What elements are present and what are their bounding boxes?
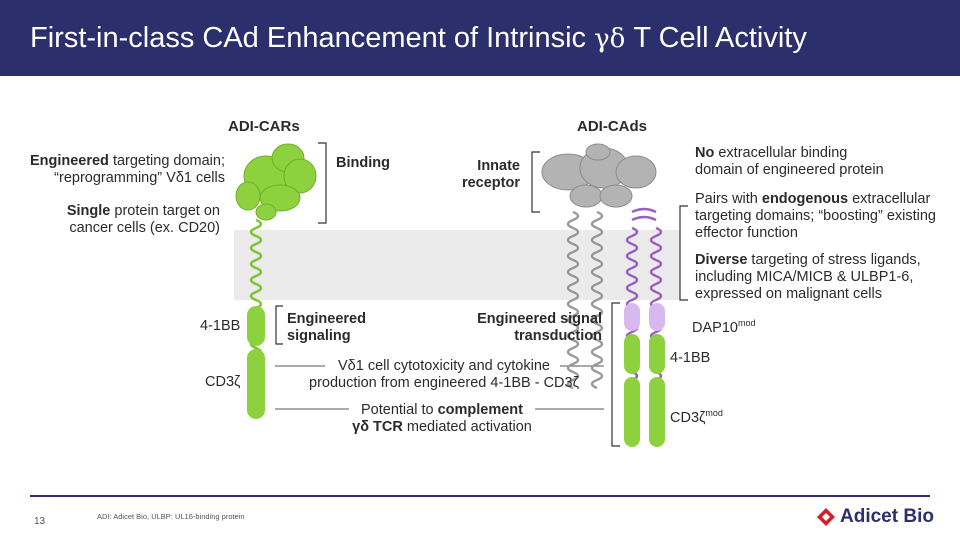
diverse-bold: Diverse — [695, 252, 748, 268]
cad-41bb-label: 4-1BB — [670, 350, 711, 366]
logo-mark-icon — [817, 508, 835, 526]
no-binding-text: No extracellular binding domain of engin… — [695, 145, 955, 179]
potential-text: Potential to complement γδ TCR mediated … — [322, 402, 562, 436]
no-line2: domain of engineered protein — [695, 162, 884, 178]
page-number: 13 — [34, 516, 46, 527]
innate-line2: receptor — [461, 175, 520, 191]
signal-line2: transduction — [514, 328, 602, 344]
cytotox-text: Vδ1 cell cytotoxicity and cytokine produ… — [296, 358, 592, 392]
potential-bold: complement — [437, 402, 523, 418]
diverse-line2: including MICA/MICB & ULBP1-6, — [695, 269, 914, 285]
single-bold: Single — [66, 203, 111, 219]
no-rest: extracellular binding — [714, 145, 848, 161]
potential-pre: Potential to — [361, 402, 438, 418]
targeting-domain-text: Engineered targeting domain; “reprogramm… — [10, 153, 225, 187]
title-suffix: T Cell Activity — [625, 22, 807, 54]
cars-heading: ADI-CARs — [228, 118, 300, 135]
cads-heading: ADI-CAds — [577, 118, 647, 135]
cad-cd3z-right — [649, 377, 665, 447]
single-target-text: Single protein target on cancer cells (e… — [10, 203, 220, 237]
title-symbol: γδ — [594, 24, 626, 54]
pairs-line2: targeting domains; “boosting” existing — [695, 208, 936, 224]
car-cd3z-domain — [247, 349, 265, 419]
engineered-signaling-label: Engineered signaling — [287, 311, 366, 345]
innate-bracket — [531, 151, 540, 213]
diverse-line3: expressed on malignant cells — [695, 286, 882, 302]
title-bar: First-in-class CAd Enhancement of Intrin… — [0, 0, 960, 76]
car-41bb-label: 4-1BB — [200, 318, 241, 334]
cytotox-line1: Vδ1 cell cytotoxicity and cytokine — [338, 358, 550, 374]
membrane-band — [234, 230, 680, 300]
cad-cd3z-left — [624, 377, 640, 447]
pairs-bold: endogenous — [761, 191, 849, 207]
footer-divider — [30, 495, 930, 497]
cad-cd3z-text: CD3ζ — [670, 409, 706, 426]
company-logo: Adicet Bio — [816, 506, 934, 528]
car-helix — [249, 218, 263, 374]
signal-transduction-label: Engineered signal transduction — [440, 311, 602, 345]
car-cd3z-label: CD3ζ — [205, 374, 241, 390]
cad-signal-bracket — [611, 302, 620, 447]
innate-receptor-domain — [541, 143, 657, 208]
single-rest: protein target on — [110, 203, 220, 219]
pairs-rest: extracellular — [848, 191, 931, 207]
no-bold: No — [695, 145, 715, 161]
pairs-bracket — [679, 205, 688, 301]
innate-line1: Innate — [477, 158, 520, 174]
dap10-text: DAP10 — [692, 319, 738, 336]
cytotox-line2: production from engineered 4-1BB - CD3ζ — [309, 375, 579, 391]
pairs-pre: Pairs with — [695, 191, 762, 207]
dap10-cyto-right — [649, 303, 665, 331]
targeting-rest: targeting domain; — [108, 153, 225, 169]
cad-cd3z-sup: mod — [705, 408, 723, 418]
targeting-line2: “reprogramming” Vδ1 cells — [54, 170, 225, 186]
signaling-line1: Engineered — [287, 311, 366, 327]
pairs-text: Pairs with endogenous extracellular targ… — [695, 191, 957, 242]
innate-helix-left — [566, 210, 580, 390]
tcr-rest: mediated activation — [402, 419, 532, 435]
single-line2: cancer cells (ex. CD20) — [69, 220, 220, 236]
dap10-cyto-left — [624, 303, 640, 331]
innate-helix-right — [590, 210, 604, 390]
cad-41bb-right — [649, 334, 665, 374]
innate-receptor-label: Innate receptor — [440, 158, 520, 192]
diverse-rest: targeting of stress ligands, — [747, 252, 921, 268]
dap10-loop — [631, 207, 657, 222]
dap10-label: DAP10mod — [692, 315, 755, 337]
logo-text: Adicet Bio — [840, 506, 934, 527]
diverse-text: Diverse targeting of stress ligands, inc… — [695, 252, 957, 303]
cad-41bb-left — [624, 334, 640, 374]
dap10-sup: mod — [737, 318, 756, 328]
page-title: First-in-class CAd Enhancement of Intrin… — [30, 22, 807, 55]
signaling-bracket — [275, 305, 283, 345]
signal-line1: Engineered signal — [477, 311, 602, 327]
pairs-line3: effector function — [695, 225, 798, 241]
binding-label: Binding — [336, 155, 390, 171]
binding-bracket — [318, 142, 327, 224]
cad-cd3z-label: CD3ζmod — [670, 405, 723, 427]
car-41bb-domain — [247, 306, 265, 346]
tcr-bold: γδ TCR — [352, 419, 403, 435]
signaling-line2: signaling — [287, 328, 351, 344]
title-prefix: First-in-class CAd Enhancement of Intrin… — [30, 22, 595, 54]
footnote: ADI: Adicet Bio, ULBP: UL16-binding prot… — [97, 512, 245, 521]
targeting-bold: Engineered — [29, 153, 109, 169]
car-binding-domain — [235, 143, 317, 221]
